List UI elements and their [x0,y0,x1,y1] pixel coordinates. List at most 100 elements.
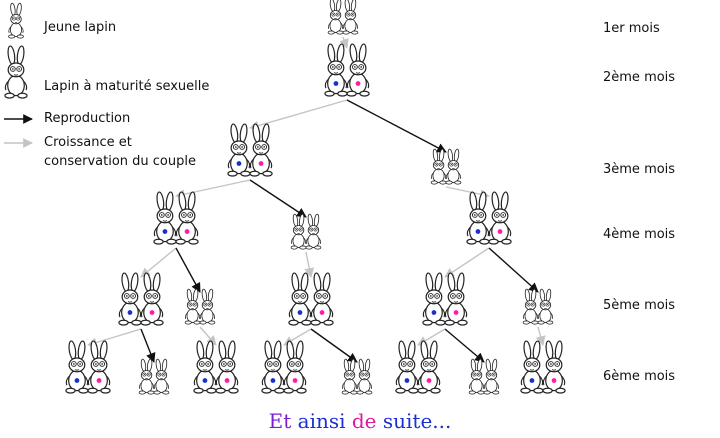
link-m2-m3a-growth [249,99,348,131]
couple-m4a-mature-rabbit-left [153,191,177,245]
couple-m5e-young-rabbit-left [522,288,539,325]
couple-m6f-mature-rabbit-left [395,340,419,394]
couple-m4a-mature-rabbit-right-dot [184,229,190,234]
couple-m4a-mature [153,191,199,245]
footer-word-3: de [351,409,383,433]
legend-mature-rabbit [4,45,28,99]
couple-m5e-young [522,288,554,325]
couple-m4b-young [290,213,322,250]
couple-m4c-mature-rabbit-right-dot [497,229,503,234]
month-label-3: 3ème mois [603,162,676,177]
couple-m5d-mature-rabbit-right-dot [453,310,459,315]
couple-m2-mature-rabbit-left-dot [333,81,339,86]
couple-m5c-mature [288,272,334,326]
couple-m5a-mature-rabbit-left [118,272,142,326]
link-m3a-m4a-growth [175,179,251,199]
couple-m6a-mature-rabbit-left-dot [74,378,80,383]
couple-m1-young [327,0,359,35]
link-m3a-m4b-reproduction [249,179,307,218]
couple-m6g-young-rabbit-right [483,358,500,395]
couple-m6b-young-rabbit-right [153,358,170,395]
couple-m2-mature-rabbit-left [324,43,348,97]
couple-m6f-mature-rabbit-right [417,340,441,394]
couple-m5b-young-rabbit-left [184,288,201,325]
couple-m5c-mature-rabbit-right [310,272,334,326]
couple-m6d-mature-rabbit-left-dot [270,378,276,383]
links-layer [87,36,546,363]
couple-m6f-mature-rabbit-left-dot [404,378,410,383]
couple-m4c-mature-rabbit-left-dot [475,229,481,234]
couple-m6e-young [341,358,373,395]
legend-mature-label: Lapin à maturité sexuelle [44,79,210,94]
couple-m5b-young-rabbit-right [199,288,216,325]
couple-m3b-young-rabbit-right [445,148,462,185]
couple-m6g-young-rabbit-left [468,358,485,395]
month-label-6: 6ème mois [603,369,676,384]
couple-m3a-mature-rabbit-left [227,123,251,177]
link-m4b-m5c-growth [304,251,315,278]
couple-m5a-mature [118,272,164,326]
couple-m6d-mature-rabbit-right [283,340,307,394]
legend-graphics [4,2,33,148]
couple-m6a-mature [65,340,111,394]
couple-m6b-young [138,358,170,395]
couple-m6c-mature-rabbit-left-dot [202,378,208,383]
link-m5e-m6h-growth [535,326,546,346]
couple-m5d-mature-rabbit-left [422,272,446,326]
couple-m1-young-rabbit-right [342,0,359,35]
couple-m2-mature [324,43,370,97]
footer-word-2: ainsi [297,409,352,433]
legend-young-rabbit-icon [8,2,24,39]
couple-m6c-mature [193,340,239,394]
couple-m2-mature-rabbit-right-dot [355,81,361,86]
month-label-1: 1er mois [603,21,660,36]
couple-m6d-mature-rabbit-right-dot [292,378,298,383]
couple-m5c-mature-rabbit-left-dot [297,310,303,315]
couple-m5d-mature-rabbit-right [444,272,468,326]
couple-m3a-mature-rabbit-right-dot [258,161,264,166]
month-label-2: 2ème mois [603,70,676,85]
link-m4c-m5e-reproduction [488,247,539,293]
link-m2-m3b-reproduction [346,99,447,153]
couple-m6h-mature [520,340,566,394]
couple-m6b-young-rabbit-left [138,358,155,395]
couple-m6h-mature-rabbit-right [542,340,566,394]
link-m5b-m6c-growth [199,326,217,346]
legend-growth-label-line2: conservation du couple [44,154,196,169]
couple-m6h-mature-rabbit-right-dot [551,378,557,383]
legend-mature-rabbit-icon [4,45,28,99]
couple-m6h-mature-rabbit-left-dot [529,378,535,383]
couple-m4c-mature [466,191,512,245]
couple-m5c-mature-rabbit-right-dot [319,310,325,315]
couple-m3a-mature-rabbit-left-dot [236,161,242,166]
couple-m6a-mature-rabbit-right-dot [96,378,102,383]
couple-m4b-young-rabbit-right [305,213,322,250]
couple-m5c-mature-rabbit-left [288,272,312,326]
footer-caption: Et ainsi de suite... [0,409,720,433]
legend-growth-label-line1: Croissance et [44,135,132,150]
couple-m3b-young-rabbit-left [430,148,447,185]
legend-young-label: Jeune lapin [44,20,117,35]
couple-m6c-mature-rabbit-right-dot [224,378,230,383]
couple-m6e-young-rabbit-right [356,358,373,395]
couple-m5e-young-rabbit-right [537,288,554,325]
couple-m6c-mature-rabbit-right [215,340,239,394]
couple-m3a-mature [227,123,273,177]
couple-m4c-mature-rabbit-right [488,191,512,245]
couple-m4a-mature-rabbit-left-dot [162,229,168,234]
legend-young-rabbit [8,2,24,39]
couple-m3a-mature-rabbit-right [249,123,273,177]
couple-m5d-mature-rabbit-left-dot [431,310,437,315]
link-m4c-m5d-growth [444,247,490,278]
couple-m6d-mature [261,340,307,394]
couple-m4b-young-rabbit-left [290,213,307,250]
couple-m6a-mature-rabbit-right [87,340,111,394]
link-m5d-m6g-reproduction [444,328,485,363]
couple-m6d-mature-rabbit-left [261,340,285,394]
couple-m6e-young-rabbit-left [341,358,358,395]
couple-m5d-mature [422,272,468,326]
footer-word-4: suite... [382,409,452,433]
couple-m6h-mature-rabbit-left [520,340,544,394]
month-label-5: 5ème mois [603,298,676,313]
